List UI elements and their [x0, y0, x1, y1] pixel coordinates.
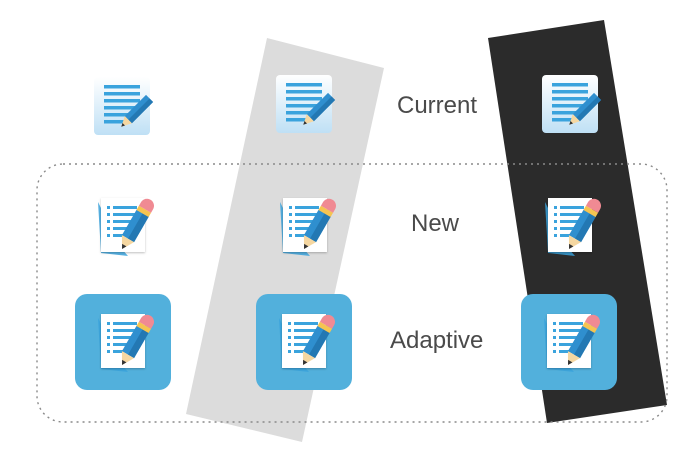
new-icons-dotted-outline [36, 163, 668, 423]
note-edit-icon-adaptive-white [75, 294, 171, 390]
note-edit-icon-adaptive-dark [521, 294, 617, 390]
row-label-current: Current [397, 92, 478, 119]
note-edit-icon-new-white [98, 196, 157, 256]
note-edit-icon-current-dark [542, 75, 601, 133]
note-edit-icon-current-light [276, 75, 335, 133]
row-label-adaptive: Adaptive [390, 327, 484, 354]
note-edit-icon-current-white [94, 77, 153, 135]
note-edit-icon-adaptive-light [256, 294, 352, 390]
row-label-new: New [411, 210, 460, 237]
